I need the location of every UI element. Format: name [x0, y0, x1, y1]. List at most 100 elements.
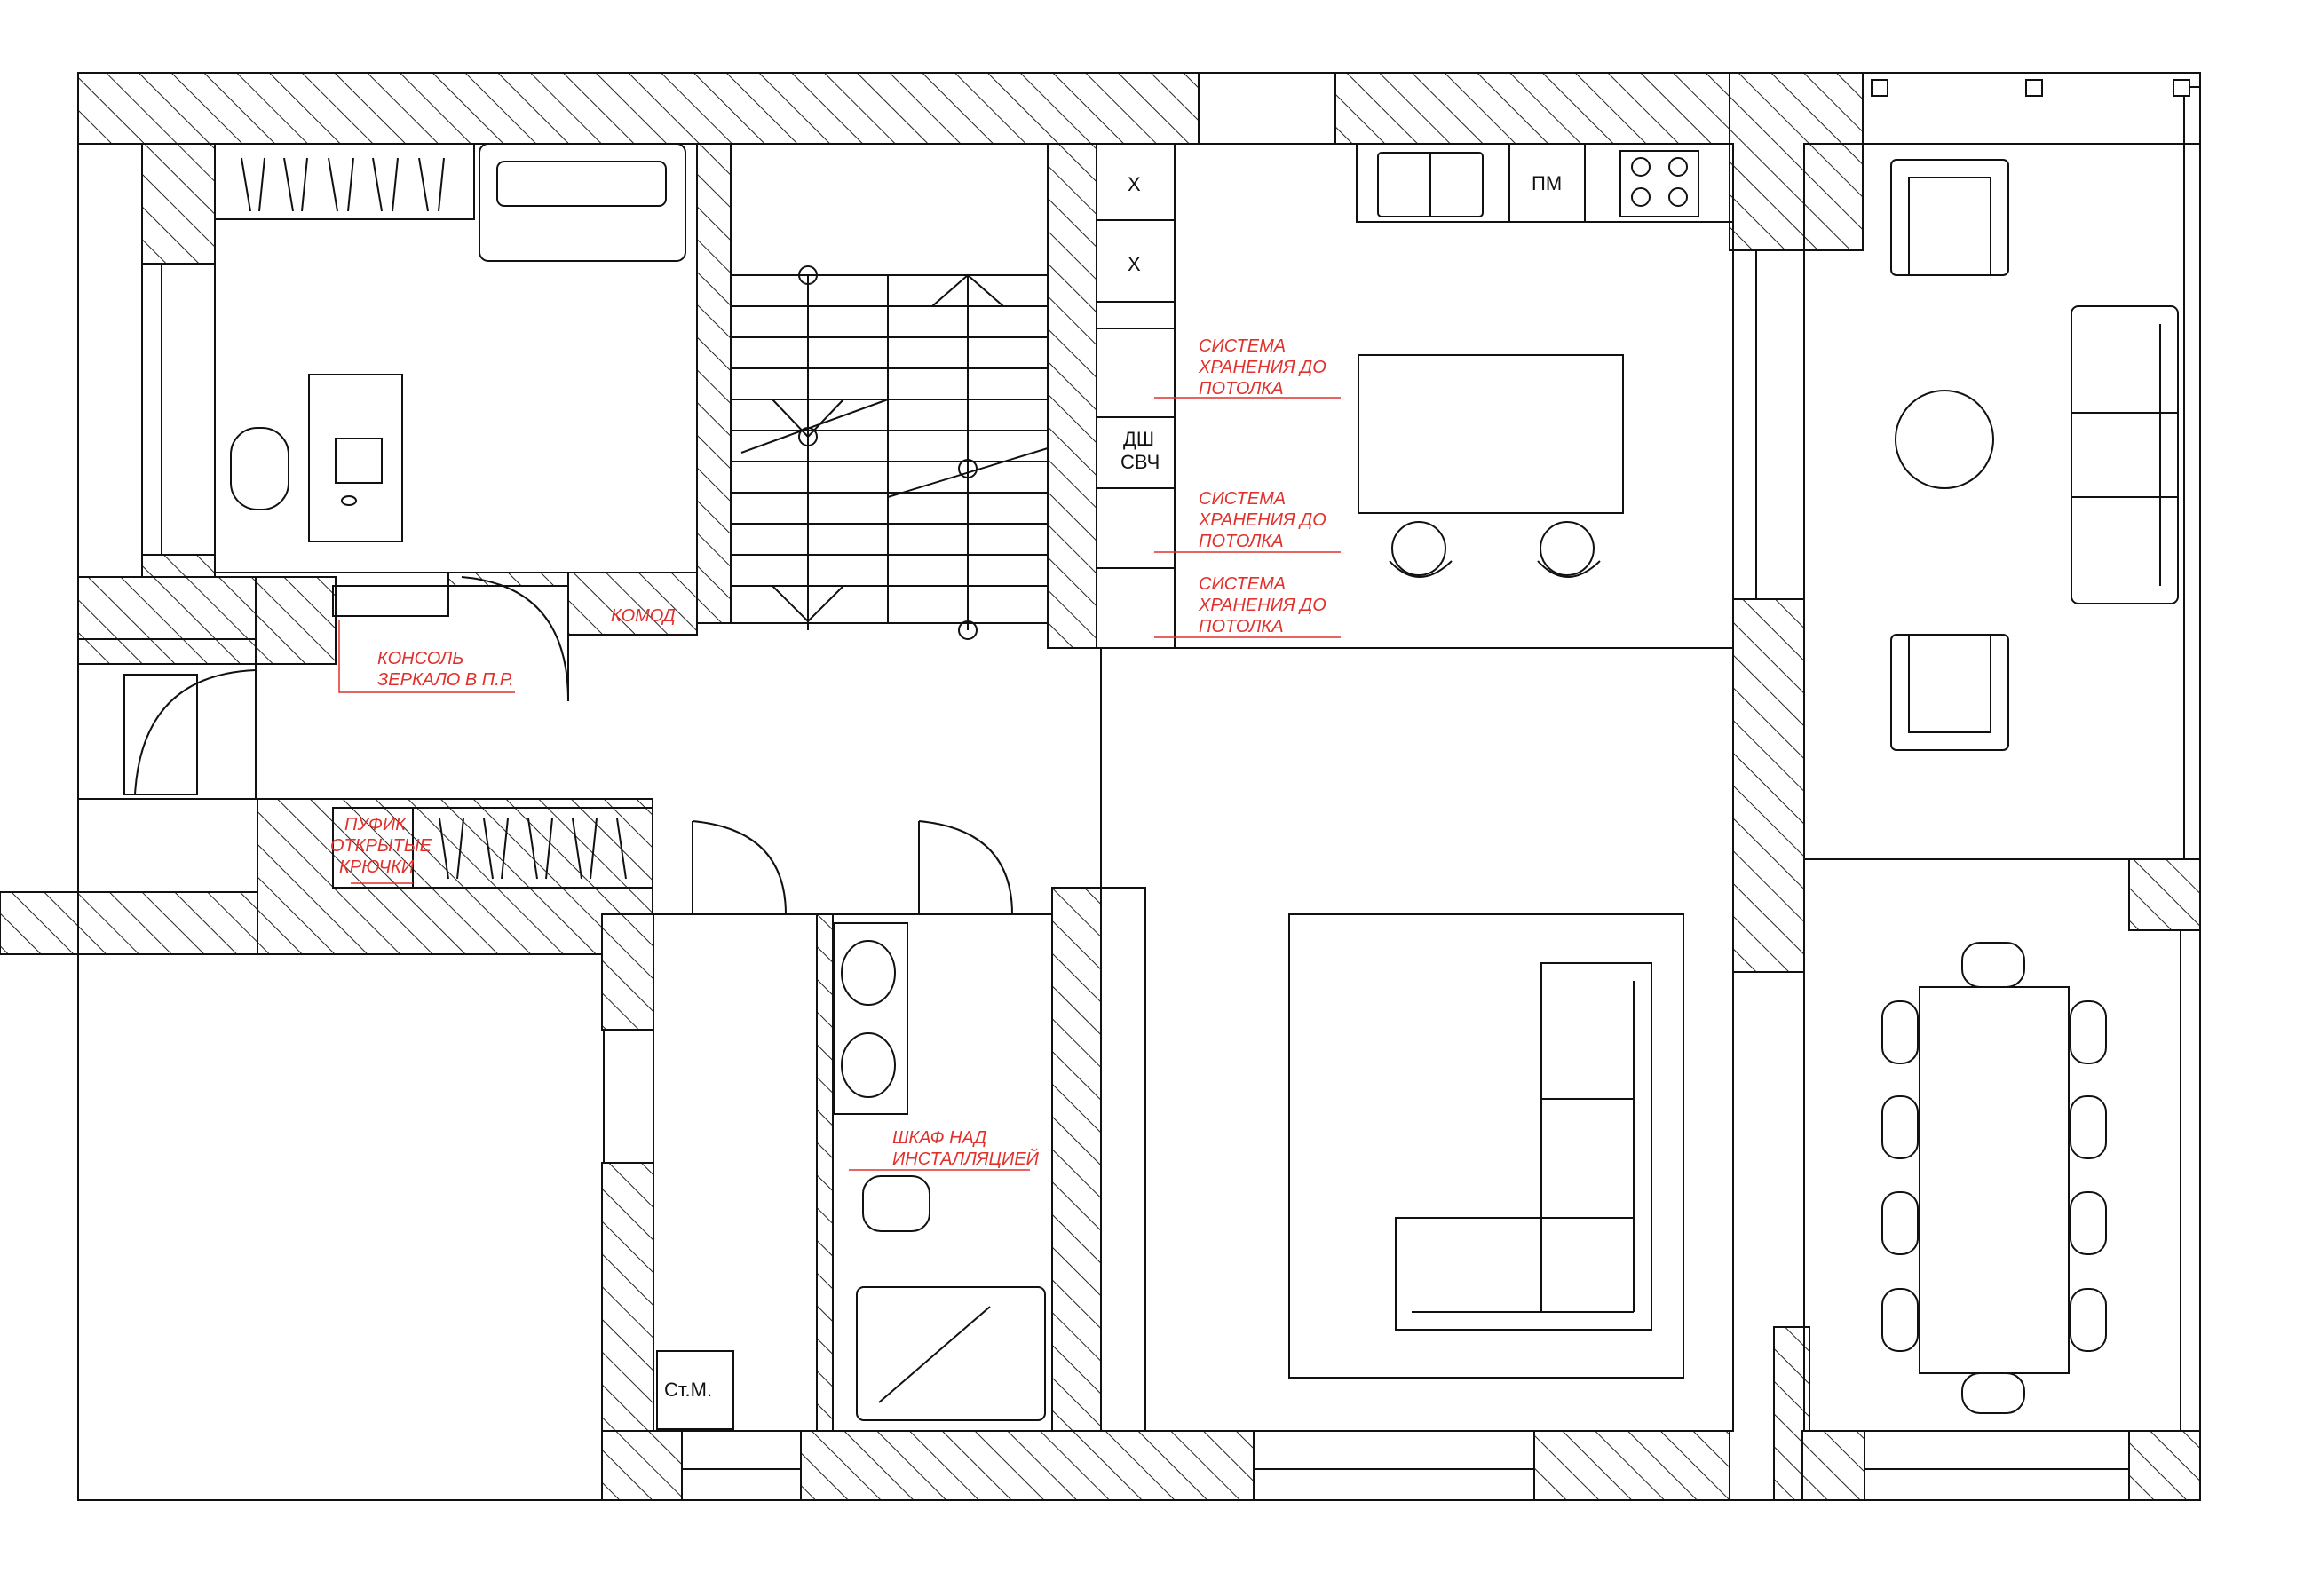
kitchen-column: [1096, 143, 1176, 649]
wall-bath-right: [1051, 887, 1102, 1432]
wall-far-left: [0, 891, 258, 955]
annotation-pouf: ПУФИК ОТКРЫТЫЕ КРЮЧКИ: [330, 815, 432, 877]
wardrobe-hangers: [241, 157, 445, 212]
staircase: [731, 265, 1049, 640]
window-kitchen-right: [1732, 249, 1757, 600]
living-room: [1100, 647, 1734, 1432]
annotation-storage-2: СИСТЕМА ХРАНЕНИЯ ДО ПОТОЛКА: [1198, 489, 1326, 551]
label-microwave: СВЧ: [1120, 451, 1160, 473]
note-pouf-l2: ОТКРЫТЫЕ: [330, 836, 432, 856]
wall-office-stairs: [696, 143, 732, 624]
dining-furniture: [1881, 942, 2107, 1414]
note-storage-1-l1: СИСТЕМА: [1199, 336, 1286, 356]
wall-entry-left: [77, 576, 257, 640]
annotation-install-cabinet: ШКАФ НАД ИНСТАЛЛЯЦИЕЙ: [892, 1128, 1040, 1169]
dining-table: [1919, 986, 2070, 1374]
wall-corridor-lower: [257, 798, 653, 955]
kitchen-furniture: [1096, 143, 1734, 649]
corridor-cabinet: [1100, 887, 1146, 1432]
label-cabinet-x2: X: [1128, 253, 1141, 275]
office-sofa: [479, 143, 686, 262]
note-storage-3-l1: СИСТЕМА: [1199, 574, 1286, 594]
note-storage-1-l2: ХРАНЕНИЯ ДО: [1198, 358, 1326, 377]
kitchen-room: [1096, 143, 1734, 649]
entry-vestibule: [77, 638, 257, 800]
coffee-table-round: [1895, 390, 1994, 489]
bar-stool-1: [1391, 521, 1446, 576]
laptop: [335, 438, 383, 484]
wall-dining-corner: [2128, 1430, 2201, 1501]
wall-top-right: [1729, 72, 1864, 251]
living-furniture: [1288, 913, 1684, 1379]
dining-room: [1803, 858, 2201, 1432]
note-pouf-l1: ПУФИК: [344, 815, 407, 834]
window-left-office: [141, 263, 162, 556]
office-door: [461, 576, 569, 702]
note-storage-3-l3: ПОТОЛКА: [1199, 617, 1284, 636]
laundry-room: [653, 913, 818, 1432]
office-desk: [308, 374, 403, 542]
window-top-center: [1198, 72, 1336, 145]
wall-bottom-mid: [800, 1430, 1255, 1501]
wall-living-right: [1732, 598, 1805, 973]
note-install-l2: ИНСТАЛЛЯЦИЕЙ: [892, 1149, 1040, 1169]
hall-wardrobe: [332, 807, 653, 889]
window-bottom-left: [681, 1468, 802, 1501]
wall-bath-divider: [816, 913, 834, 1432]
bath-door: [918, 820, 1013, 915]
wall-dining-right: [2128, 858, 2201, 931]
wall-office-left: [141, 143, 216, 265]
outer-boundary: [77, 72, 2201, 1501]
mouse: [341, 495, 357, 506]
office-chair: [230, 427, 289, 510]
wall-stairs-kitchen: [1047, 143, 1097, 649]
note-storage-3-l2: ХРАНЕНИЯ ДО: [1198, 596, 1326, 615]
label-cabinet-x1: X: [1128, 173, 1141, 195]
shower: [856, 1286, 1046, 1421]
window-dining-right: [2180, 929, 2201, 1432]
label-pm: ПМ: [1532, 172, 1562, 194]
lounge-sofa: [2071, 305, 2179, 604]
label-dishwasher: ДШ: [1123, 428, 1154, 450]
window-bottom-right: [1864, 1468, 2130, 1501]
toilet: [862, 1175, 930, 1232]
bathroom: [832, 913, 1053, 1432]
console-table: [332, 585, 449, 617]
wall-corner-right: [1801, 1430, 1865, 1501]
note-storage-2-l1: СИСТЕМА: [1199, 489, 1286, 509]
annotation-leaders: [338, 397, 1341, 1171]
wall-laundry-left: [601, 913, 654, 1031]
window-laundry-left: [603, 1029, 654, 1164]
label-washer: Ст.М.: [664, 1379, 712, 1401]
note-pouf-l3: КРЮЧКИ: [339, 857, 415, 877]
stairs-room: [730, 143, 1049, 624]
vanity: [834, 922, 908, 1115]
note-console-l1: КОНСОЛЬ: [377, 649, 463, 668]
hob: [1619, 150, 1699, 217]
window-lounge-right: [2183, 86, 2201, 860]
wall-top-left: [77, 72, 1200, 145]
note-console-l2: ЗЕРКАЛО В П.Р.: [377, 670, 514, 690]
laundry-bath: [653, 820, 1146, 1432]
room-outlines: [77, 72, 2201, 1501]
hall-hangers: [439, 818, 627, 880]
appliance-labels: X X ДШ СВЧ ПМ Ст.М.: [664, 172, 1562, 1401]
window-bottom-mid: [1253, 1468, 1535, 1501]
note-storage-1-l3: ПОТОЛКА: [1199, 379, 1284, 399]
kitchen-island: [1358, 354, 1624, 514]
walls: [0, 72, 2201, 1501]
note-storage-2-l3: ПОТОЛКА: [1199, 532, 1284, 551]
annotation-storage-1: СИСТЕМА ХРАНЕНИЯ ДО ПОТОЛКА: [1198, 336, 1326, 399]
office-furniture: [214, 143, 686, 617]
office-room: [214, 143, 698, 573]
washer-box: [656, 1350, 734, 1430]
annotation-storage-3: СИСТЕМА ХРАНЕНИЯ ДО ПОТОЛКА: [1198, 574, 1326, 636]
wall-bottom-left: [601, 1430, 683, 1501]
bar-stool-2: [1540, 521, 1595, 576]
annotation-console: КОНСОЛЬ ЗЕРКАЛО В П.Р.: [377, 649, 514, 690]
kitchen-counter: [1356, 143, 1734, 223]
note-dresser: КОМОД: [611, 606, 676, 626]
entry-step: [123, 674, 198, 795]
wall-bottom-right: [1533, 1430, 1730, 1501]
